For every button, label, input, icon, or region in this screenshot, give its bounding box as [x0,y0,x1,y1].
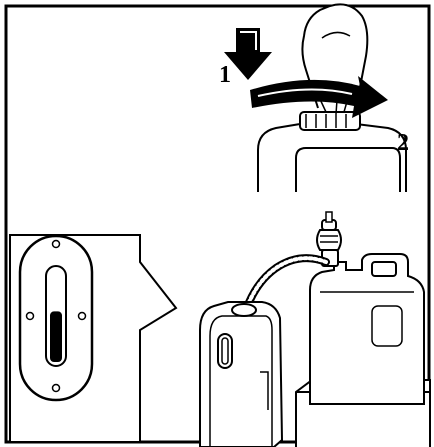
top-panel: 1 2 [219,4,409,192]
jerrycan [310,254,424,404]
step-2-label: 2 [397,130,409,156]
fluid-level-indicator [50,311,62,362]
screw-right [79,313,86,320]
screw-bottom [53,385,60,392]
screw-left [27,313,34,320]
canister-cap [300,112,360,130]
level-inset [10,235,176,442]
bottom-panel [200,212,430,447]
push-down-arrow [224,28,272,80]
reservoir-cap [232,304,256,316]
reservoir-level-window [218,334,232,368]
step-1-label: 1 [219,62,231,88]
screw-top [53,241,60,248]
